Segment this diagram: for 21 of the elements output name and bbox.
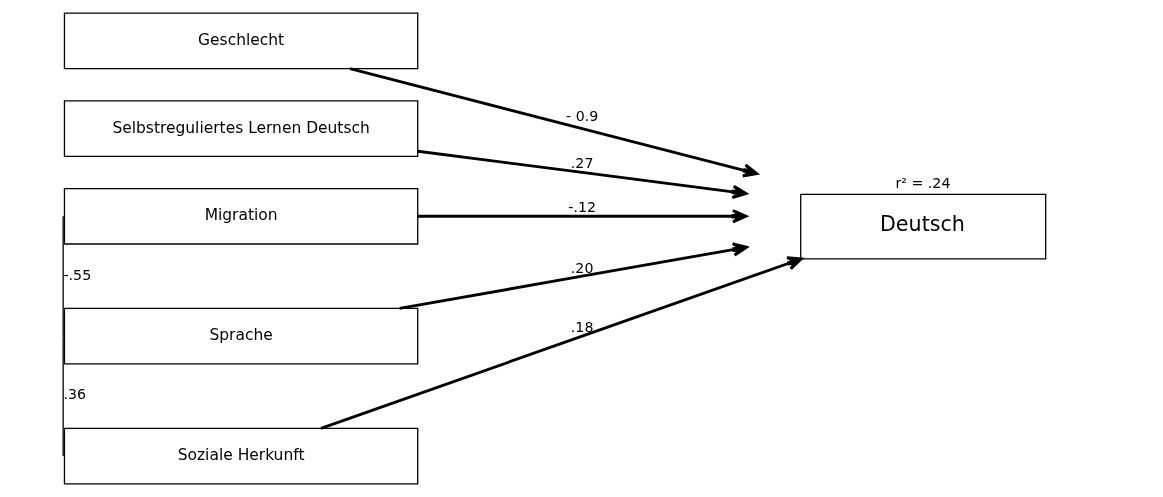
edge-label: .20 <box>570 259 594 276</box>
edge-label: .27 <box>570 155 594 172</box>
arrow <box>320 256 803 430</box>
connector <box>62 335 64 457</box>
edge-label: .18 <box>570 319 594 336</box>
edge-label: .36 <box>63 386 87 403</box>
arrow <box>417 209 748 224</box>
node-box: Selbstreguliertes Lernen Deutsch <box>63 100 419 157</box>
node-box: Sprache <box>63 307 419 365</box>
edge-label: - 0.9 <box>566 107 599 124</box>
node-box: Migration <box>63 187 419 245</box>
connector <box>62 215 64 337</box>
node-label: r² = .24 <box>895 174 951 191</box>
edge-label: -.55 <box>63 267 92 284</box>
edge-label: -.12 <box>568 199 596 216</box>
arrow <box>399 242 748 310</box>
arrow <box>417 149 748 200</box>
node-box: Soziale Herkunft <box>63 427 419 485</box>
arrow <box>349 67 759 178</box>
node-box: Geschlecht <box>63 12 419 70</box>
node-box: Deutsch <box>800 193 1047 260</box>
